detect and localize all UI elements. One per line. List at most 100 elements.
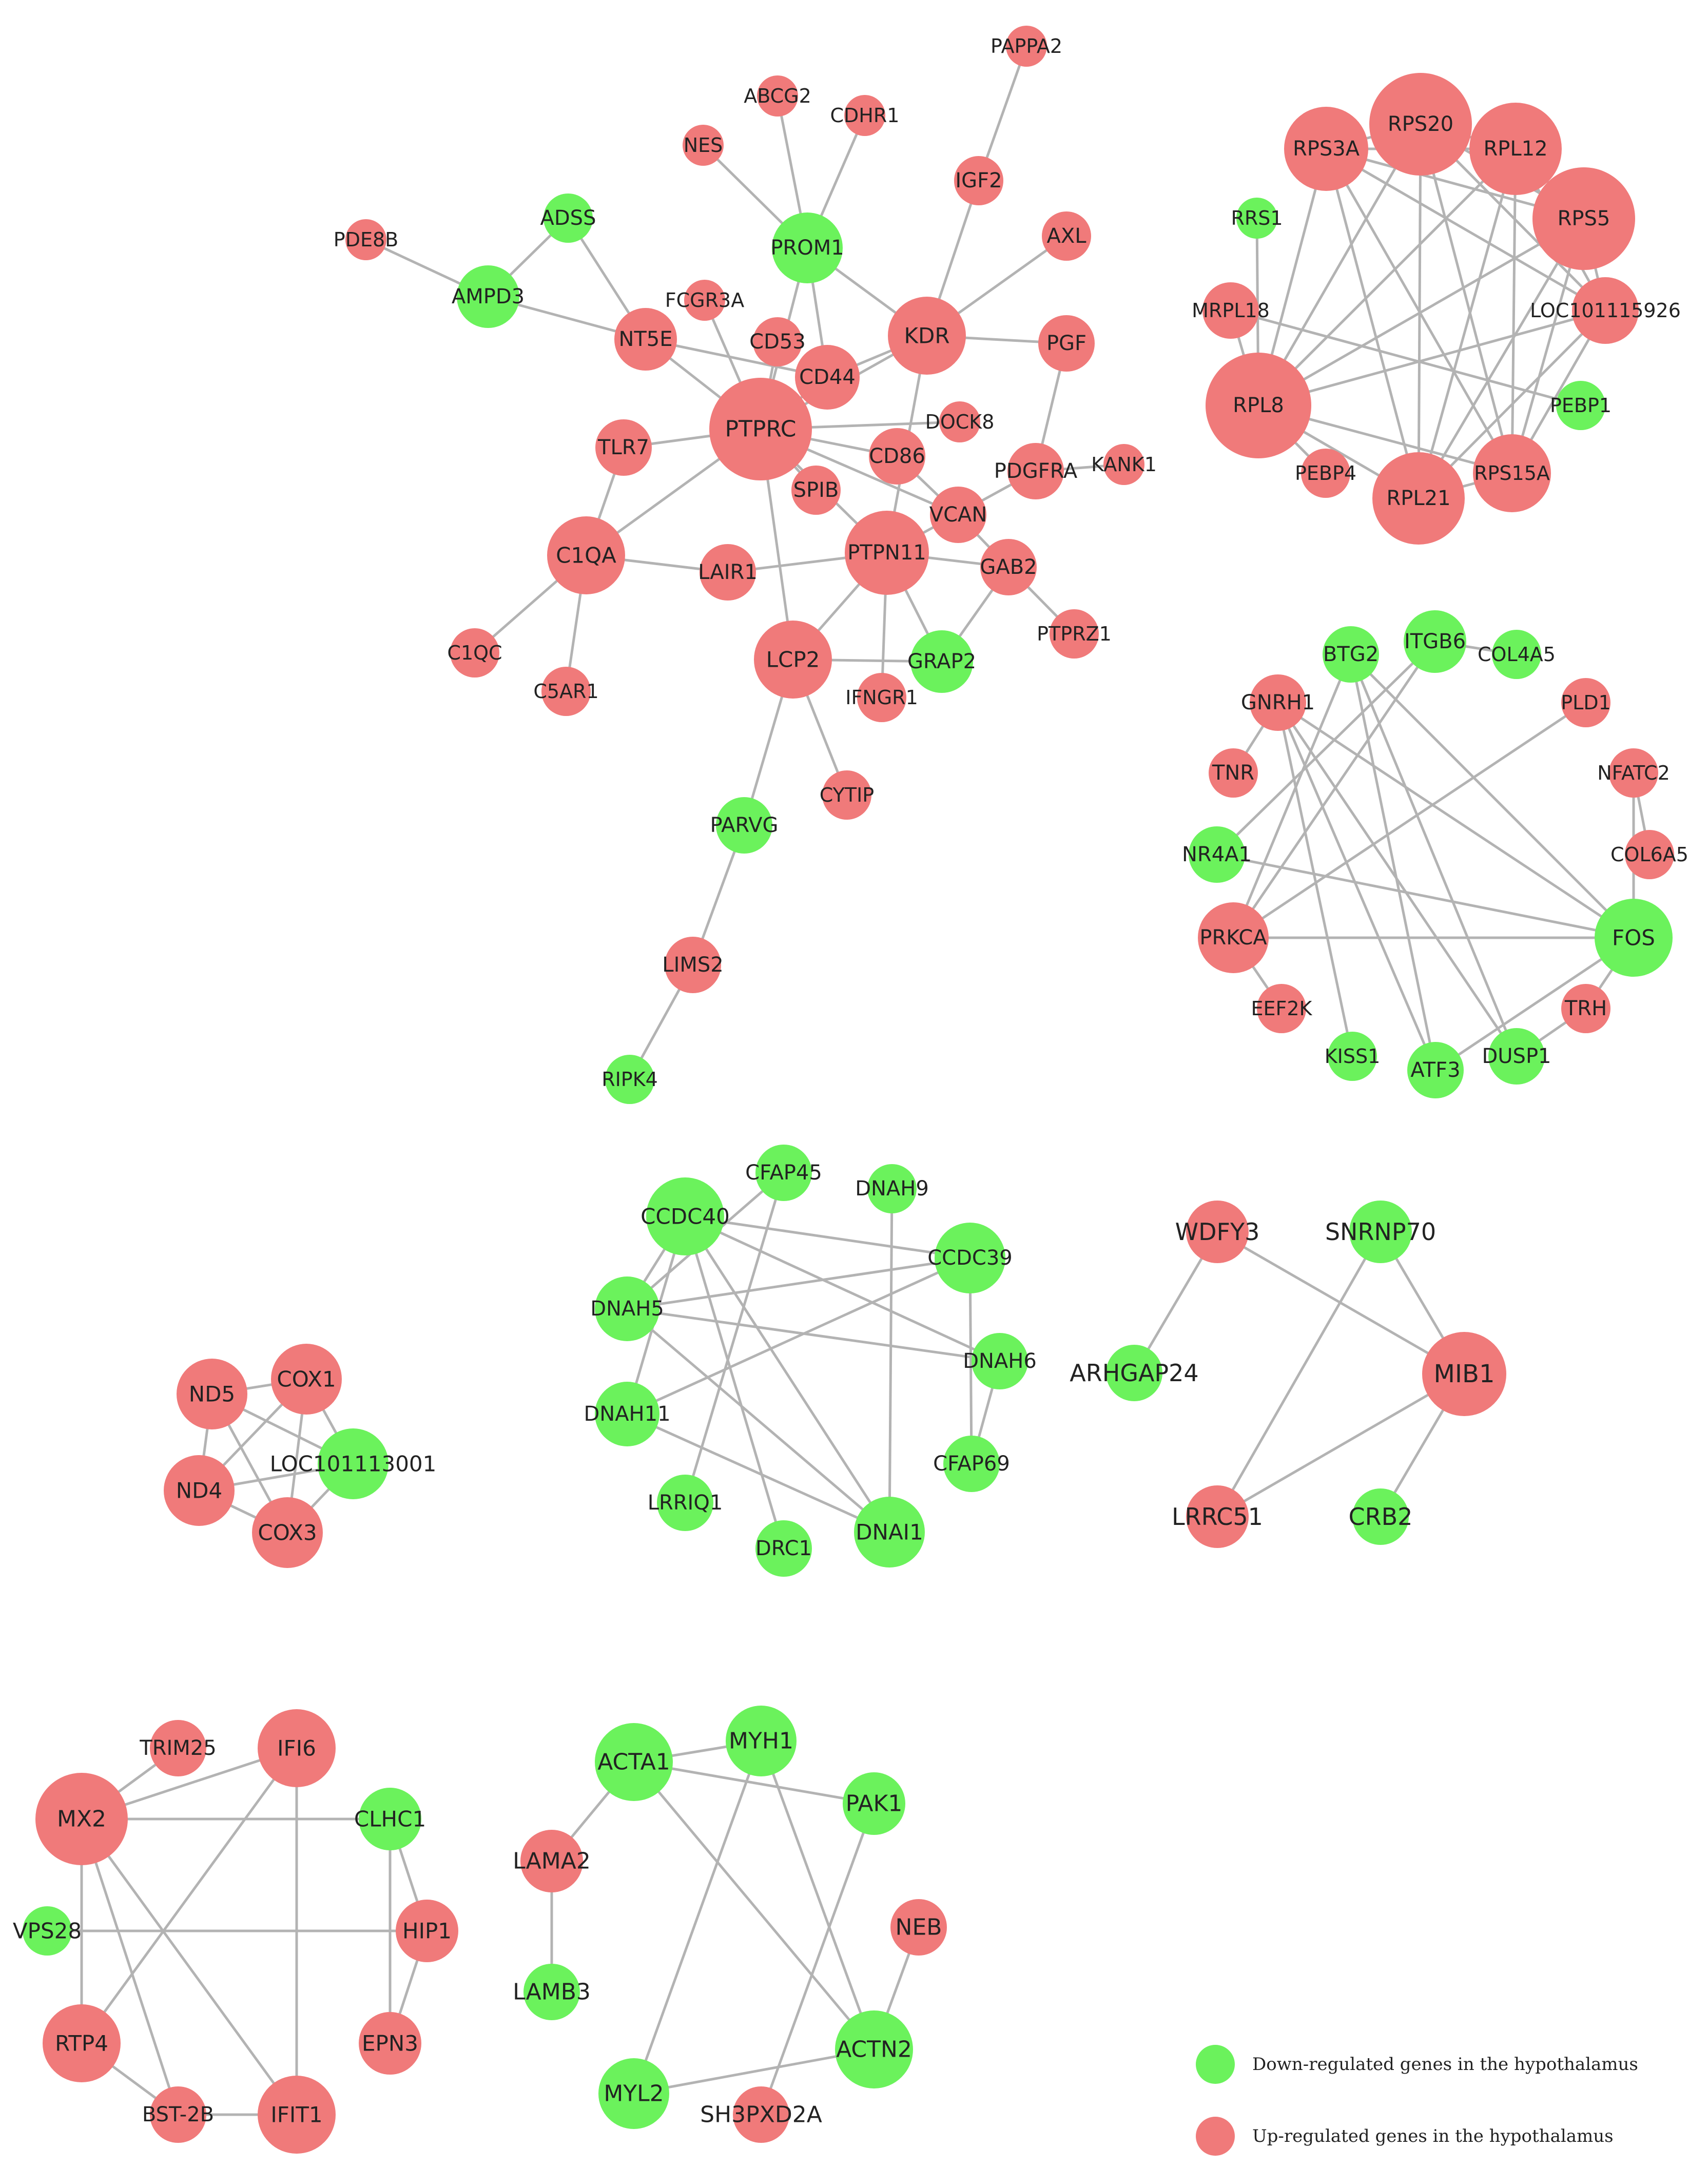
node-col4a5[interactable]: COL4A5 <box>1478 630 1556 679</box>
node-circle-drc1[interactable] <box>755 1520 812 1577</box>
node-atf3[interactable]: ATF3 <box>1407 1042 1464 1098</box>
node-circle-fos[interactable] <box>1595 899 1673 977</box>
node-circle-dusp1[interactable] <box>1488 1028 1545 1085</box>
node-sh3pxd2a[interactable]: SH3PXD2A <box>700 2086 822 2143</box>
node-col6a5[interactable]: COL6A5 <box>1610 830 1688 879</box>
node-circle-c5ar1[interactable] <box>541 667 591 716</box>
node-pebp4[interactable]: PEBP4 <box>1295 449 1356 498</box>
node-dock8[interactable]: DOCK8 <box>925 401 995 442</box>
node-pebp1[interactable]: PEBP1 <box>1550 381 1612 430</box>
node-dnai1[interactable]: DNAI1 <box>854 1497 925 1568</box>
node-adss[interactable]: ADSS <box>540 194 596 243</box>
node-circle-rpl8[interactable] <box>1206 353 1311 458</box>
node-dnah6[interactable]: DNAH6 <box>963 1333 1037 1389</box>
node-circle-vps28[interactable] <box>23 1906 72 1956</box>
node-cytip[interactable]: CYTIP <box>820 770 874 820</box>
node-mrpl18[interactable]: MRPL18 <box>1192 282 1270 339</box>
node-c1qa[interactable]: C1QA <box>547 516 625 594</box>
node-circle-pde8b[interactable] <box>345 219 386 260</box>
node-gab2[interactable]: GAB2 <box>980 539 1037 595</box>
node-pld1[interactable]: PLD1 <box>1561 678 1611 727</box>
node-circle-gnrh1[interactable] <box>1250 674 1306 731</box>
node-circle-ampd3[interactable] <box>457 265 519 328</box>
node-circle-nd5[interactable] <box>177 1359 247 1429</box>
node-circle-ptprz1[interactable] <box>1050 609 1099 659</box>
node-lrriq1[interactable]: LRRIQ1 <box>648 1475 723 1531</box>
node-circle-lamb3[interactable] <box>523 1964 580 2020</box>
node-circle-nes[interactable] <box>683 125 724 166</box>
node-circle-grap2[interactable] <box>910 630 973 693</box>
node-circle-lcp2[interactable] <box>754 621 832 699</box>
node-circle-eef2k[interactable] <box>1257 984 1306 1033</box>
node-circle-nd4[interactable] <box>164 1455 235 1526</box>
node-epn3[interactable]: EPN3 <box>359 2012 421 2075</box>
node-nr4a1[interactable]: NR4A1 <box>1182 826 1252 883</box>
node-circle-ccdc40[interactable] <box>646 1177 724 1255</box>
node-circle-kdr[interactable] <box>888 297 966 375</box>
node-ifngr1[interactable]: IFNGR1 <box>845 673 918 722</box>
node-circle-ccdc39[interactable] <box>935 1223 1005 1293</box>
node-pdgfra[interactable]: PDGFRA <box>994 443 1078 499</box>
node-bst-2b[interactable]: BST-2B <box>142 2086 214 2143</box>
node-circle-axl[interactable] <box>1042 211 1091 261</box>
node-circle-dnah5[interactable] <box>595 1276 659 1341</box>
node-ptprz1[interactable]: PTPRZ1 <box>1037 609 1112 659</box>
node-circle-clhc1[interactable] <box>359 1788 421 1850</box>
node-ptprc[interactable]: PTPRC <box>709 378 812 480</box>
node-circle-pappa2[interactable] <box>1006 26 1047 67</box>
node-trim25[interactable]: TRIM25 <box>139 1720 217 1776</box>
node-ifit1[interactable]: IFIT1 <box>258 2076 336 2154</box>
node-spib[interactable]: SPIB <box>791 466 841 515</box>
node-circle-igf2[interactable] <box>954 156 1003 205</box>
node-mib1[interactable]: MIB1 <box>1422 1332 1506 1416</box>
node-cox1[interactable]: COX1 <box>271 1344 342 1415</box>
node-circle-pebp4[interactable] <box>1301 449 1350 498</box>
node-trh[interactable]: TRH <box>1561 984 1610 1033</box>
node-pde8b[interactable]: PDE8B <box>334 219 398 260</box>
node-rps20[interactable]: RPS20 <box>1369 73 1472 176</box>
node-snrnp70[interactable]: SNRNP70 <box>1325 1201 1436 1263</box>
node-circle-cdhr1[interactable] <box>844 95 885 136</box>
node-cox3[interactable]: COX3 <box>252 1497 323 1568</box>
node-rps15a[interactable]: RPS15A <box>1473 434 1551 512</box>
node-circle-cox3[interactable] <box>252 1497 323 1568</box>
node-lamb3[interactable]: LAMB3 <box>513 1964 591 2020</box>
node-cd53[interactable]: CD53 <box>749 317 806 366</box>
node-circle-ifit1[interactable] <box>258 2076 336 2154</box>
node-circle-arhgap24[interactable] <box>1106 1345 1162 1401</box>
node-circle-rps20[interactable] <box>1369 73 1472 176</box>
node-ptpn11[interactable]: PTPN11 <box>845 511 929 595</box>
node-circle-cytip[interactable] <box>822 770 871 820</box>
node-circle-lama2[interactable] <box>520 1830 583 1892</box>
node-lcp2[interactable]: LCP2 <box>754 621 832 699</box>
node-circle-cd44[interactable] <box>795 345 860 410</box>
node-circle-c1qc[interactable] <box>450 628 499 678</box>
node-circle-c1qa[interactable] <box>547 516 625 594</box>
node-rrs1[interactable]: RRS1 <box>1231 198 1283 239</box>
node-circle-mrpl18[interactable] <box>1202 282 1259 339</box>
node-btg2[interactable]: BTG2 <box>1323 626 1379 683</box>
node-circle-lims2[interactable] <box>665 937 721 993</box>
node-ccdc39[interactable]: CCDC39 <box>927 1223 1013 1293</box>
node-igf2[interactable]: IGF2 <box>954 156 1003 205</box>
node-circle-rrs1[interactable] <box>1236 198 1277 239</box>
node-loc101115926[interactable]: LOC101115926 <box>1530 277 1681 344</box>
node-circle-gab2[interactable] <box>980 539 1037 595</box>
node-kdr[interactable]: KDR <box>888 297 966 375</box>
node-circle-trim25[interactable] <box>150 1720 206 1776</box>
node-circle-actn2[interactable] <box>835 2010 913 2088</box>
node-circle-myh1[interactable] <box>726 1706 797 1776</box>
node-rpl8[interactable]: RPL8 <box>1206 353 1311 458</box>
node-circle-pebp1[interactable] <box>1556 381 1605 430</box>
node-circle-rps3a[interactable] <box>1284 107 1368 191</box>
node-circle-pld1[interactable] <box>1561 678 1610 727</box>
node-circle-ripk4[interactable] <box>605 1055 654 1104</box>
node-circle-pdgfra[interactable] <box>1007 443 1064 499</box>
node-rtp4[interactable]: RTP4 <box>43 2004 121 2082</box>
node-c1qc[interactable]: C1QC <box>447 628 502 678</box>
node-circle-dnai1[interactable] <box>854 1497 925 1568</box>
node-circle-crb2[interactable] <box>1352 1488 1409 1545</box>
node-circle-rpl21[interactable] <box>1372 452 1465 545</box>
node-circle-snrnp70[interactable] <box>1349 1201 1412 1263</box>
node-kiss1[interactable]: KISS1 <box>1325 1032 1381 1081</box>
